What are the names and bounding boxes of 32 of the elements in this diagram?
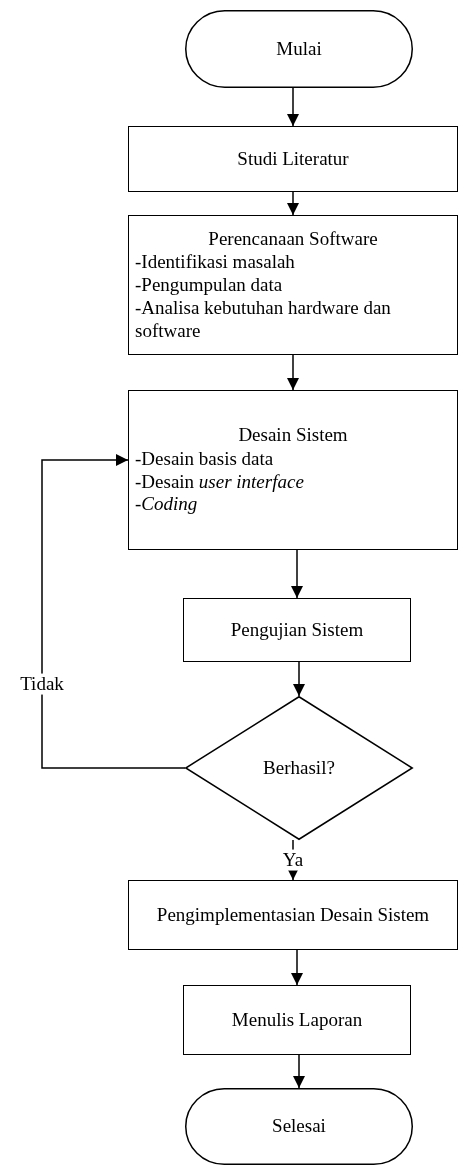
list-item: -Coding bbox=[135, 493, 198, 517]
process-box bbox=[128, 126, 458, 192]
decision-diamond bbox=[185, 696, 413, 840]
edge-label: Tidak bbox=[18, 673, 66, 695]
node-text: Pengujian Sistem bbox=[230, 618, 364, 642]
arrow bbox=[41, 454, 186, 769]
node-text: Mulai bbox=[276, 37, 322, 61]
node-text: Berhasil? bbox=[263, 756, 335, 780]
list-item: -Desain user interface bbox=[135, 470, 304, 494]
node-text: Perencanaan Software bbox=[208, 227, 378, 251]
process-box bbox=[183, 985, 411, 1055]
list-item: -Identifikasi masalah bbox=[135, 251, 295, 275]
process-box bbox=[128, 880, 458, 950]
arrow bbox=[287, 87, 299, 127]
node-text: Pengimplementasian Desain Sistem bbox=[156, 903, 430, 927]
node-text: Desain Sistem bbox=[238, 423, 348, 447]
process-box bbox=[128, 390, 458, 550]
arrow bbox=[291, 949, 303, 986]
arrow bbox=[293, 661, 305, 697]
list-item: -Analisa kebutuhan hardware dan software bbox=[135, 296, 392, 343]
node-text: Menulis Laporan bbox=[231, 1008, 363, 1032]
arrow bbox=[291, 549, 303, 599]
arrow bbox=[293, 1054, 305, 1089]
process-box bbox=[128, 215, 458, 355]
arrow bbox=[287, 191, 299, 216]
arrow bbox=[287, 354, 299, 391]
list-item: -Pengumpulan data bbox=[135, 274, 283, 297]
edge-label: Ya bbox=[280, 849, 306, 871]
list-item: -Desain basis data bbox=[135, 447, 274, 471]
process-box bbox=[183, 598, 411, 662]
node-text: Selesai bbox=[272, 1115, 326, 1138]
node-text: Studi Literatur bbox=[237, 147, 349, 171]
